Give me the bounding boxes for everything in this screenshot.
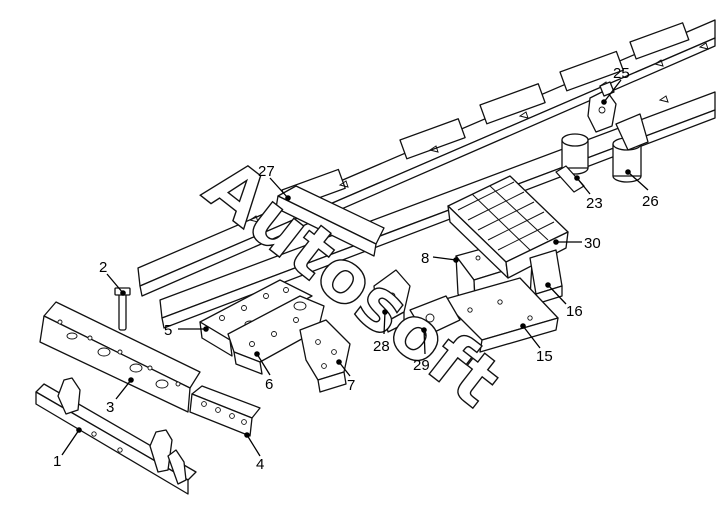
- part-23-air-tank: [555, 133, 589, 193]
- part-28-bracket: [373, 269, 411, 333]
- callout-15: 15: [536, 348, 553, 365]
- callout-30: 30: [584, 235, 601, 252]
- callout-23: 23: [586, 195, 603, 212]
- callout-27: 27: [258, 163, 275, 180]
- callout-5: 5: [164, 322, 172, 339]
- callout-1: 1: [53, 453, 61, 470]
- callout-labels: 1 2 3 4 5 6 7 8 15 16 23 25 26 27 28 29 …: [53, 65, 659, 473]
- callout-28: 28: [373, 338, 390, 355]
- callout-3: 3: [106, 399, 114, 416]
- part-6-front-bracket: [227, 295, 325, 375]
- callout-7: 7: [347, 377, 355, 394]
- part-29-clamp: [409, 295, 461, 337]
- callout-6: 6: [265, 376, 273, 393]
- callout-8: 8: [421, 250, 429, 267]
- part-16-battery-box: [529, 249, 563, 305]
- callout-16: 16: [566, 303, 583, 320]
- callout-2: 2: [99, 259, 107, 276]
- callout-4: 4: [256, 456, 264, 473]
- part-27-bracket: [275, 185, 385, 257]
- part-25-valve: [587, 81, 617, 133]
- callout-25: 25: [613, 65, 630, 82]
- part-26-air-tank: [612, 113, 649, 183]
- leader-lines: [61, 79, 649, 457]
- part-7-mount-plate: [299, 319, 351, 393]
- part-15-carrier-plate: [441, 277, 559, 353]
- part-3-bumper-beam: [39, 301, 201, 413]
- part-4-end-bracket: [189, 385, 261, 437]
- callout-29: 29: [413, 357, 430, 374]
- callout-26: 26: [642, 193, 659, 210]
- part-1-bumper-bar: [35, 377, 197, 495]
- part-2-bolt: [114, 287, 131, 331]
- part-30-battery-cover: [447, 175, 569, 279]
